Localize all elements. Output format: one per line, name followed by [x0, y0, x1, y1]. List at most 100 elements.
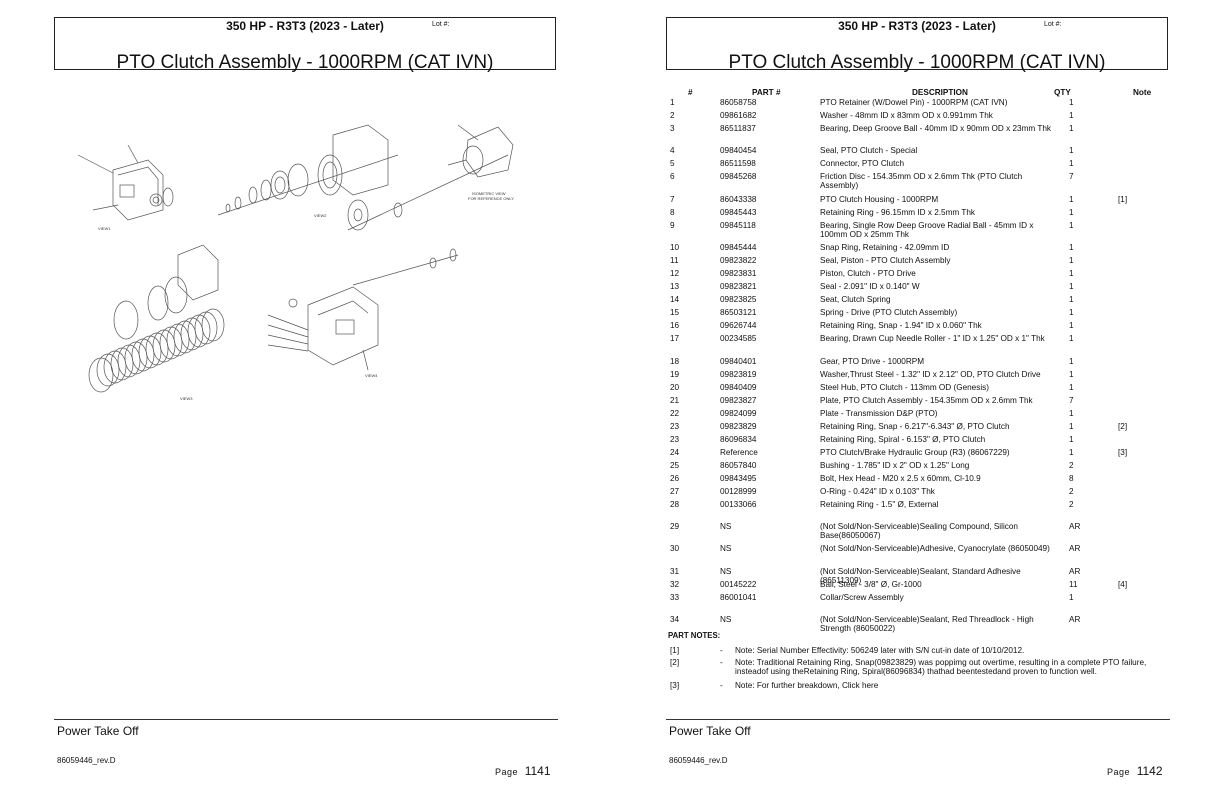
row-part-number: 09626744 [720, 321, 757, 331]
row-qty: 2 [1069, 486, 1074, 496]
row-description: Bearing, Drawn Cup Needle Roller - 1" ID… [820, 334, 1045, 344]
row-part-number: 86057840 [720, 460, 757, 470]
row-description: Plate, PTO Clutch Assembly - 154.35mm OD… [820, 395, 1033, 405]
view1-housing-drawing [77, 144, 174, 221]
row-num: 10 [670, 243, 680, 253]
row-qty: 1 [1069, 159, 1074, 169]
note-text: Note: For further breakdown, Click here [735, 681, 879, 690]
row-num: 25 [670, 460, 680, 470]
row-num: 28 [670, 499, 680, 509]
row-part-number: 86511837 [720, 124, 756, 133]
row-qty: 1 [1069, 194, 1074, 204]
row-qty: 1 [1069, 295, 1074, 305]
row-qty: 1 [1069, 98, 1074, 107]
row-description: (Not Sold/Non-Serviceable)Adhesive, Cyan… [820, 544, 1050, 554]
table-row: 25 86057840 Bushing - 1.785" ID x 2" OD x … [668, 461, 1166, 474]
row-num: 13 [670, 282, 680, 292]
row-qty: 1 [1069, 146, 1074, 156]
row-qty: 1 [1069, 382, 1074, 392]
row-qty: 7 [1069, 395, 1074, 405]
header-num: # [688, 88, 693, 97]
row-part-number: 09823819 [720, 369, 757, 379]
row-num: 2 [670, 111, 675, 120]
left-page: 350 HP - R3T3 (2023 - Later) Lot #: PTO … [54, 17, 558, 778]
row-description: Bushing - 1.785" ID x 2" OD x 1.25" Long [820, 460, 970, 470]
table-row: 22 09824099 Plate - Transmission D&P (PTO)… [668, 409, 1166, 422]
row-part-number: 86503121 [720, 308, 757, 318]
row-qty: 1 [1069, 356, 1074, 366]
row-qty: 2 [1069, 460, 1074, 470]
row-part-number: Reference [720, 447, 758, 457]
row-description: Friction Disc - 154.35mm OD x 2.6mm Thk … [820, 172, 1023, 191]
iso-note-line2: FOR REFERENCE ONLY [468, 196, 514, 201]
row-description: Ball, Steel - 3/8" Ø, Gr-1000 [820, 579, 922, 589]
section-name: Power Take Off [669, 724, 751, 738]
row-num: 5 [670, 159, 675, 169]
row-description: Seat, Clutch Spring [820, 295, 891, 305]
document-id: 86059446_rev.D [57, 756, 116, 765]
row-num: 32 [670, 579, 680, 589]
right-page: 350 HP - R3T3 (2023 - Later) Lot #: PTO … [612, 0, 1224, 792]
row-part-number: 09843495 [720, 473, 757, 483]
row-part-number: 09823827 [720, 395, 757, 405]
header-description: DESCRIPTION [912, 88, 968, 97]
isometric-view-drawing [447, 124, 514, 178]
row-num: 26 [670, 473, 680, 483]
row-description: Plate - Transmission D&P (PTO) [820, 408, 938, 418]
row-num: 19 [670, 369, 680, 379]
row-num: 14 [670, 295, 680, 305]
row-part-number: 86511598 [720, 159, 756, 169]
row-part-number: 09824099 [720, 408, 757, 418]
row-num: 4 [670, 146, 675, 156]
row-part-number: NS [720, 521, 732, 531]
row-description: Retaining Ring - 1.5" Ø, External [820, 499, 939, 509]
page-header: 350 HP - R3T3 (2023 - Later) Lot #: PTO … [54, 17, 556, 73]
row-description: Seal, Piston - PTO Clutch Assembly [820, 256, 951, 266]
row-qty: AR [1069, 521, 1081, 531]
row-part-number: 09845443 [720, 207, 757, 217]
row-qty: 1 [1069, 421, 1074, 431]
row-description: Seal - 2.091" ID x 0.140" W [820, 282, 920, 292]
view2-label: VIEW2 [314, 213, 327, 218]
page-title: PTO Clutch Assembly - 1000RPM (CAT IVN) [728, 52, 1106, 73]
header-note: Note [1133, 88, 1152, 97]
row-note: [1] [1118, 194, 1128, 204]
page-word: Page [1107, 767, 1131, 777]
row-qty: 1 [1069, 220, 1074, 230]
page-header: 350 HP - R3T3 (2023 - Later) Lot #: PTO … [666, 17, 1168, 73]
part-notes-heading: PART NOTES: [668, 631, 721, 640]
row-qty: 1 [1069, 592, 1074, 602]
row-description: Bearing, Deep Groove Ball - 40mm ID x 90… [820, 124, 1051, 133]
view4-label: VIEW4 [365, 373, 378, 378]
row-description: Retaining Ring, Spiral - 6.153" Ø, PTO C… [820, 434, 986, 444]
row-qty: 8 [1069, 473, 1074, 483]
row-part-number: 86058758 [720, 98, 757, 107]
row-num: 22 [670, 408, 680, 418]
row-part-number: 86043338 [720, 194, 757, 204]
row-num: 12 [670, 269, 680, 279]
row-num: 31 [670, 566, 680, 576]
row-num: 33 [670, 592, 680, 602]
row-qty: AR [1069, 544, 1081, 554]
exploded-parts-diagram: VIEW1 VIEW2 VIEW3 VIEW4 ISOMETRIC VIEW F… [77, 124, 514, 401]
header-part: PART # [752, 88, 781, 97]
iso-note-line1: ISOMETRIC VIEW [472, 191, 506, 196]
row-qty: 2 [1069, 499, 1074, 509]
row-description: Collar/Screw Assembly [820, 592, 904, 602]
row-qty: 1 [1069, 321, 1074, 331]
